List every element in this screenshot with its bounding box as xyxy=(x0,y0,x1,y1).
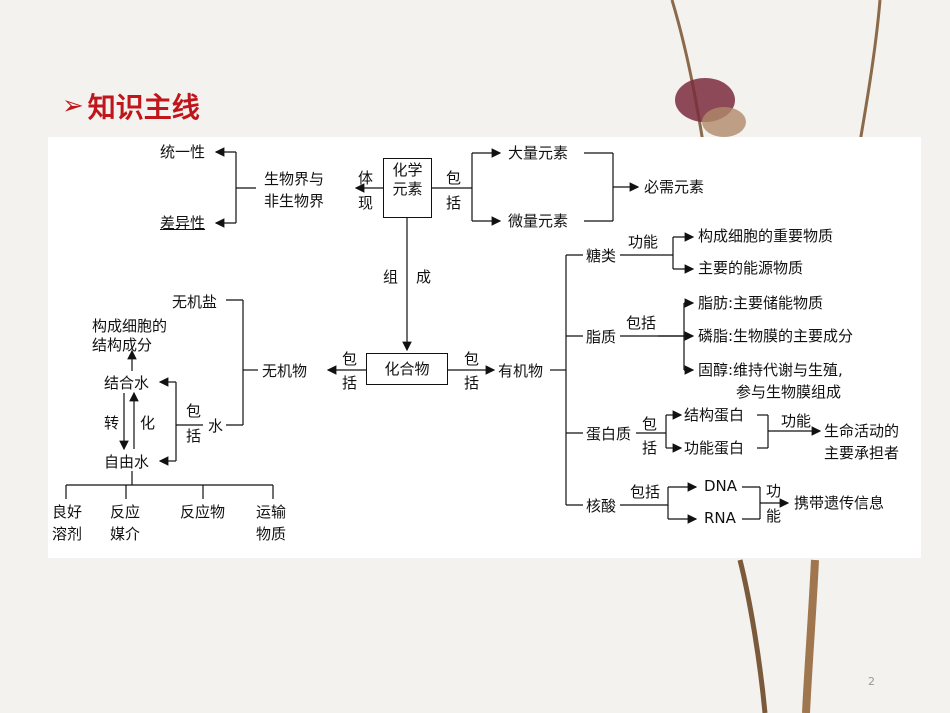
free-water-label: 自由水 xyxy=(104,453,150,471)
use-reaction-medium: 反应 xyxy=(110,503,141,521)
gong-label: 功 xyxy=(766,482,782,500)
baokuo-right: 包 xyxy=(464,350,480,368)
zucheng-label-2: 成 xyxy=(416,268,432,286)
rna-label: RNA xyxy=(704,509,736,527)
zucheng-label: 组 xyxy=(383,268,399,286)
cell-structure-label: 构成细胞的 xyxy=(92,317,168,335)
tixian-label-2: 现 xyxy=(358,194,374,212)
concept-map: 化学元素 体 现 包 括 生物界与 非生物界 统一性 差异性 大量元素 微量元素… xyxy=(48,137,921,558)
baokuo-label: 包 xyxy=(446,169,462,187)
phospholipid-label: 磷脂:生物膜的主要成分 xyxy=(698,327,854,345)
protein-baokuo-2: 括 xyxy=(642,439,658,457)
world-label-2: 非生物界 xyxy=(264,192,325,210)
baokuo-label-2: 括 xyxy=(446,194,462,212)
use-good-solvent: 良好 xyxy=(52,503,83,521)
lipid-label: 脂质 xyxy=(586,328,617,346)
protein-label: 蛋白质 xyxy=(586,425,632,443)
world-label: 生物界与 xyxy=(264,170,325,188)
inorganic-label: 无机物 xyxy=(262,362,308,380)
arrow-bullet-icon: ➢ xyxy=(62,91,84,121)
organic-label: 有机物 xyxy=(498,362,544,380)
baokuo-water-2: 括 xyxy=(186,427,202,445)
protein-role-label-2: 主要承担者 xyxy=(824,444,900,462)
dna-label: DNA xyxy=(704,477,738,495)
sterol-label: 固醇:维持代谢与生殖, xyxy=(698,361,843,379)
protein-baokuo: 包 xyxy=(642,415,658,433)
nucleic-baokuo-label: 包括 xyxy=(630,483,661,501)
connector-lines xyxy=(65,147,822,524)
use-good-solvent-2: 溶剂 xyxy=(52,525,83,543)
use-reactant: 反应物 xyxy=(180,503,226,521)
neng-label: 能 xyxy=(766,507,782,525)
slide-title-text: 知识主线 xyxy=(87,91,200,124)
essential-element-label: 必需元素 xyxy=(644,178,705,196)
sugar-function-label: 功能 xyxy=(628,233,659,251)
nucleic-acid-label: 核酸 xyxy=(586,497,617,515)
fat-label: 脂肪:主要储能物质 xyxy=(698,294,824,312)
use-reaction-medium-2: 媒介 xyxy=(110,525,141,543)
protein-role-label: 生命活动的 xyxy=(824,422,900,440)
page-number: 2 xyxy=(868,675,875,688)
lipid-baokuo-label: 包括 xyxy=(626,314,657,332)
difference-label: 差异性 xyxy=(160,214,206,232)
unity-label: 统一性 xyxy=(160,143,206,161)
tixian-label: 体 xyxy=(358,169,374,187)
zhuan-label: 转 xyxy=(104,414,120,432)
use-transport: 运输 xyxy=(256,503,287,521)
baokuo-right-2: 括 xyxy=(464,374,480,392)
inorganic-salt-label: 无机盐 xyxy=(172,293,218,311)
macro-element-label: 大量元素 xyxy=(508,144,569,162)
hua-label: 化 xyxy=(140,414,156,432)
micro-element-label: 微量元素 xyxy=(508,212,569,230)
bound-water-label: 结合水 xyxy=(104,374,150,392)
genetic-info-label: 携带遗传信息 xyxy=(794,494,885,512)
functional-protein-label: 功能蛋白 xyxy=(684,439,745,457)
compound-box: 化合物 xyxy=(366,353,448,385)
baokuo-water: 包 xyxy=(186,402,202,420)
chemical-element-box: 化学元素 xyxy=(383,158,432,218)
baokuo-left-2: 括 xyxy=(342,374,358,392)
structural-protein-label: 结构蛋白 xyxy=(684,406,745,424)
sterol-label-2: 参与生物膜组成 xyxy=(736,383,842,401)
water-label: 水 xyxy=(208,417,224,435)
sugar-function-1: 构成细胞的重要物质 xyxy=(698,227,834,245)
cell-structure-label-2: 结构成分 xyxy=(92,336,153,354)
protein-function-label: 功能 xyxy=(781,412,812,430)
slide-title: ➢ 知识主线 xyxy=(62,86,200,126)
baokuo-left: 包 xyxy=(342,350,358,368)
sugar-label: 糖类 xyxy=(586,247,617,265)
use-transport-2: 物质 xyxy=(256,525,287,543)
sugar-function-2: 主要的能源物质 xyxy=(698,259,804,277)
